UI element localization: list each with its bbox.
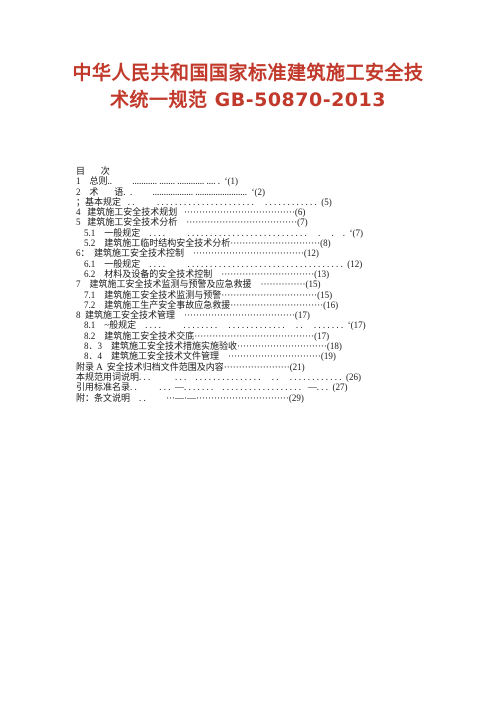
table-of-contents: 目 次 1 总则.. ........... ....... .........… [76, 166, 466, 403]
toc-entry: 6.2 材料及设备的安全技术控制 ·······················… [84, 268, 330, 279]
toc-entry: 8.1 ~般规定 . . . . . . . . . . . . . . . .… [84, 320, 366, 331]
toc-entry: 7.2 建筑施工生产安全事故应急救援······················… [84, 299, 339, 310]
toc-entry: 7.1 建筑施工安全技术监测与预警·······················… [84, 289, 333, 300]
toc-entry: 本规范用词说明. . . . . . . . . . . . . . . . .… [76, 371, 361, 382]
toc-entry: 附：条文说明 . . ···—·—·······················… [76, 392, 304, 403]
toc-entry: 附录 A 安全技术归档文件范围及内容······················… [76, 361, 305, 372]
toc-entry: 2 术 语. . .................. ............… [76, 186, 265, 197]
title-line-2: 术统一规范 GB-50870-2013 [110, 89, 386, 111]
toc-entry: 引用标准名录. . . . . —. . . . . . . . . . . .… [76, 382, 348, 393]
toc-entry: 6.1 一般规定 . . . . . . . . . . . . . . . .… [84, 258, 363, 269]
toc-entry: 7 建筑施工安全技术监测与预警及应急救援 ···············(15) [76, 279, 321, 290]
toc-heading: 目 次 [76, 166, 110, 176]
toc-entry: 6： 建筑施工安全技术控制 ··························… [76, 248, 319, 259]
toc-entry: 8．4 建筑施工安全技术文件管理 ·······················… [84, 351, 336, 362]
title-line-1: 中华人民共和国国家标准建筑施工安全技 [72, 62, 424, 84]
toc-entries: 1 总则.. ........... ....... ............ … [76, 176, 466, 403]
toc-entry: 8 建筑施工安全技术管理 ···························… [76, 310, 310, 321]
toc-entry: 1 总则.. ........... ....... ............ … [76, 176, 238, 187]
toc-entry: 8．3 建筑施工安全技术措施实施验收······················… [84, 341, 342, 352]
toc-entry: 5.1 一般规定 . . . . . . . . . . . . . . . .… [84, 227, 363, 238]
toc-entry: 5.2 建筑施工临时结构安全技术分析······················… [84, 238, 331, 249]
toc-entry: 5 建筑施工安全技术分析 ···························… [76, 217, 308, 228]
toc-entry: 8.2 建筑施工安全技术交底··························… [84, 330, 330, 341]
document-title: 中华人民共和国国家标准建筑施工安全技 术统一规范 GB-50870-2013 [0, 60, 496, 114]
toc-entry: 4 建筑施工安全技术规划 ···························… [76, 207, 306, 218]
toc-entry: ；基本规定 . . . . . . . . . . . . . . . . . … [76, 196, 332, 207]
